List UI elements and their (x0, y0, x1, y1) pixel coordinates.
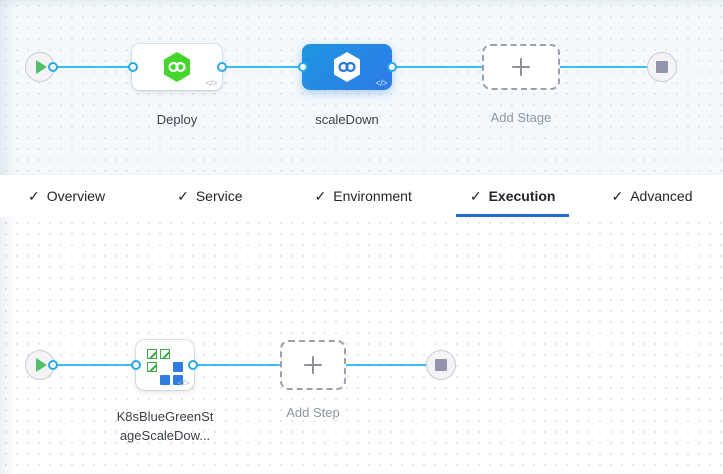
harness-hexagon-icon (334, 52, 360, 82)
code-badge-icon: </> (177, 378, 189, 388)
check-icon: ✓ (611, 188, 624, 204)
play-icon (36, 60, 47, 74)
canvas-top-shadow (0, 0, 723, 8)
connector-start-to-step (44, 364, 144, 366)
tab-label: Advanced (630, 188, 693, 204)
step-node-k8s-bluegreen-scaledown[interactable]: </> (136, 340, 194, 390)
step-label-line2: ageScaleDow... (119, 428, 211, 443)
connector-deploy-to-scaledown (222, 66, 310, 68)
connector-start-to-deploy (44, 66, 144, 68)
plus-icon (304, 356, 322, 374)
connector-dot-step-in (131, 360, 141, 370)
tab-overview[interactable]: ✓ Overview (14, 175, 119, 217)
kubernetes-grid-icon (147, 349, 183, 385)
stage-node-deploy[interactable]: </> (132, 44, 222, 90)
stage-label-deploy: Deploy (156, 112, 198, 127)
add-stage-label: Add Stage (490, 110, 552, 125)
stop-icon (435, 359, 447, 371)
connector-dot-deploy-in (128, 62, 138, 72)
connector-dot-scaledown-out (387, 62, 397, 72)
canvas-left-shadow (0, 0, 16, 175)
step-label-line1: K8sBlueGreenSt (116, 409, 214, 424)
connector-step-to-addstep (192, 364, 280, 366)
canvas-left-shadow (0, 217, 16, 474)
add-stage-button[interactable] (482, 44, 560, 90)
play-icon (36, 358, 47, 372)
tab-execution[interactable]: ✓ Execution (455, 175, 570, 217)
stage-graph-canvas[interactable]: </> Deploy </> scaleDown Add Stage (0, 0, 723, 175)
tab-label: Environment (333, 188, 412, 204)
check-icon: ✓ (177, 188, 189, 204)
code-badge-icon: </> (375, 78, 387, 88)
connector-dot-scaledown-in (298, 62, 308, 72)
stop-icon (656, 61, 668, 73)
stage-node-scaledown[interactable]: </> (302, 44, 392, 90)
add-step-label: Add Step (286, 405, 340, 420)
check-icon: ✓ (314, 188, 327, 204)
code-badge-icon: </> (205, 78, 217, 88)
execution-graph-canvas[interactable]: </> K8sBlueGreenSt ageScaleDow... Add St… (0, 217, 723, 474)
execution-end-node[interactable] (426, 350, 456, 380)
stage-label-scaledown: scaleDown (315, 112, 379, 127)
pipeline-end-node[interactable] (647, 52, 677, 82)
add-step-button[interactable] (280, 340, 346, 390)
connector-scaledown-to-addstage (392, 66, 484, 68)
connector-dot-start-out (48, 62, 58, 72)
connector-dot-step-out (188, 360, 198, 370)
check-icon: ✓ (28, 188, 40, 204)
check-icon: ✓ (469, 188, 482, 204)
tab-advanced[interactable]: ✓ Advanced (597, 175, 706, 217)
pipeline-start-node[interactable] (25, 52, 55, 82)
tab-service[interactable]: ✓ Service (163, 175, 256, 217)
tab-environment[interactable]: ✓ Environment (301, 175, 426, 217)
connector-dot-deploy-out (217, 62, 227, 72)
harness-hexagon-icon (164, 52, 190, 82)
tab-label: Service (195, 188, 243, 204)
connector-dot-start-out (48, 360, 58, 370)
plus-icon (512, 58, 530, 76)
stage-config-tabs: ✓ Overview ✓ Service ✓ Environment ✓ Exe… (0, 175, 723, 217)
tab-label: Execution (488, 188, 556, 204)
connector-addstep-to-end (346, 364, 432, 366)
connector-addstage-to-end (556, 66, 652, 68)
tab-label: Overview (46, 188, 106, 204)
